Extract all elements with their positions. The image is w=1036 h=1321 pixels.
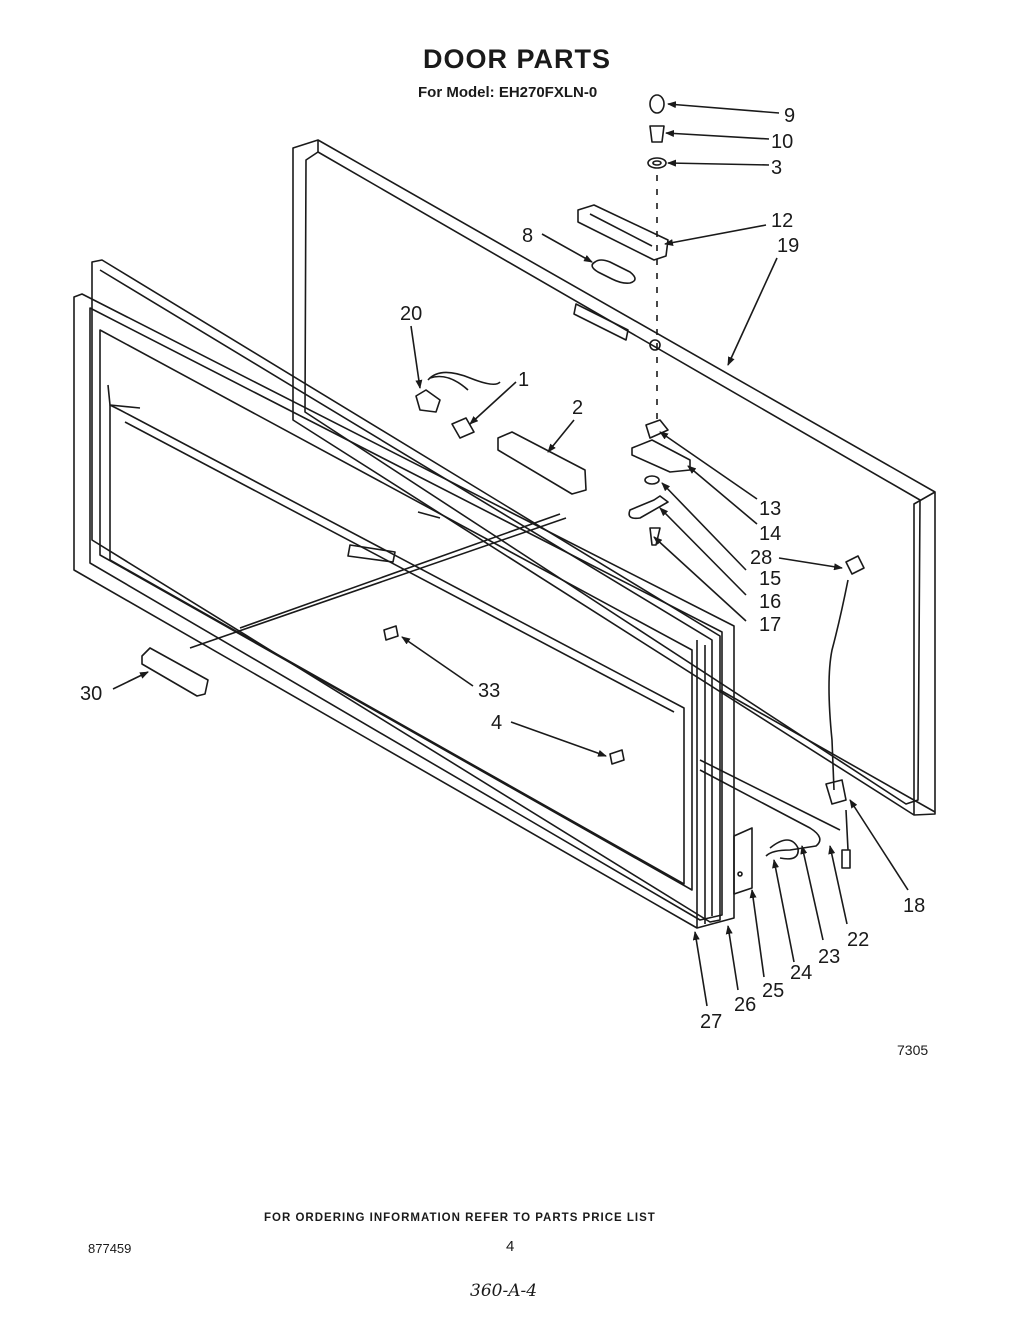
handwritten-note: 360-A-4: [470, 1281, 538, 1301]
callout-13: 13: [759, 498, 781, 520]
model-subtitle: For Model: EH270FXLN-0: [418, 84, 598, 101]
callout-9: 9: [784, 105, 795, 127]
callout-14: 14: [759, 523, 781, 545]
callout-12: 12: [771, 210, 793, 232]
callout-8: 8: [522, 225, 533, 247]
lamp-socket-wiring: [825, 555, 865, 869]
callout-26: 26: [734, 994, 756, 1016]
callout-27: 27: [700, 1011, 722, 1033]
callout-2: 2: [572, 397, 583, 419]
ordering-footer-note: FOR ORDERING INFORMATION REFER TO PARTS …: [264, 1212, 656, 1224]
callout-3: 3: [771, 157, 782, 179]
callout-18: 18: [903, 895, 925, 917]
callout-10: 10: [771, 131, 793, 153]
door-handle: [141, 647, 209, 697]
door-liner: [91, 259, 721, 923]
callout-4: 4: [491, 712, 502, 734]
callout-23: 23: [818, 946, 840, 968]
callout-24: 24: [790, 962, 812, 984]
heater-wire: [699, 769, 821, 857]
outer-door-panel: [292, 139, 936, 816]
callout-28: 28: [750, 547, 772, 569]
page-title: DOOR PARTS: [423, 44, 612, 74]
callout-1: 1: [518, 369, 529, 391]
callout-19: 19: [777, 235, 799, 257]
callout-20: 20: [400, 303, 422, 325]
document-number: 877459: [88, 1241, 132, 1256]
callout-labels: 9 10 3 12 19 8 20 1 2 13 14 28 15 16 17 …: [80, 105, 925, 1033]
callout-22: 22: [847, 929, 869, 951]
screw-4: [609, 749, 625, 765]
callout-17: 17: [759, 614, 781, 636]
page-number: 4: [506, 1238, 515, 1255]
callout-16: 16: [759, 591, 781, 613]
lock-assembly: [647, 94, 667, 169]
callout-15: 15: [759, 568, 781, 590]
callout-33: 33: [478, 680, 500, 702]
light-switch: [415, 371, 587, 495]
lock-cover: [577, 204, 669, 261]
inner-door-frame: [73, 293, 735, 929]
screw-33: [383, 625, 399, 641]
cover-plate: [733, 827, 753, 895]
callout-25: 25: [762, 980, 784, 1002]
hinge-assembly: [628, 419, 691, 546]
lock-gasket: [591, 259, 636, 284]
drawing-code: 7305: [897, 1042, 929, 1058]
callout-30: 30: [80, 683, 102, 705]
